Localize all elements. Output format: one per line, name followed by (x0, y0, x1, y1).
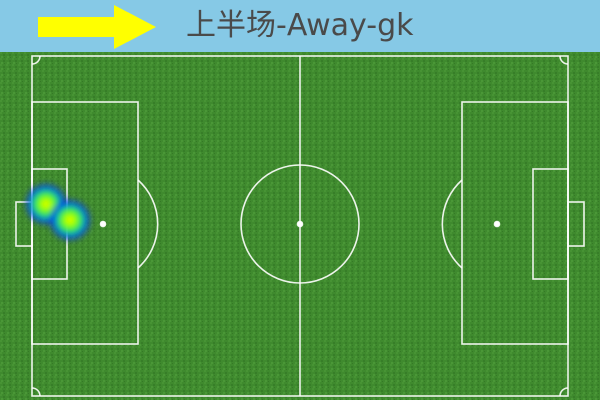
corner-arc-top-left (31, 55, 41, 65)
left-penalty-spot (99, 220, 107, 228)
left-goal (15, 201, 33, 247)
page-title: 上半场-Away-gk (186, 8, 414, 43)
heatmap-blob-2 (48, 198, 92, 242)
right-penalty-spot (493, 220, 501, 228)
header-bar: 上半场-Away-gk (0, 0, 600, 52)
center-spot (296, 220, 304, 228)
left-penalty-arc (137, 179, 159, 269)
attack-direction-arrow-icon (38, 5, 156, 49)
corner-arc-top-right (559, 55, 569, 65)
right-goal (567, 201, 585, 247)
football-pitch (0, 52, 600, 400)
center-circle (240, 164, 360, 284)
corner-arc-bottom-right (559, 387, 569, 397)
pitch-lines (15, 55, 585, 397)
corner-arc-bottom-left (31, 387, 41, 397)
heatmap (24, 182, 92, 242)
right-penalty-arc (441, 179, 463, 269)
